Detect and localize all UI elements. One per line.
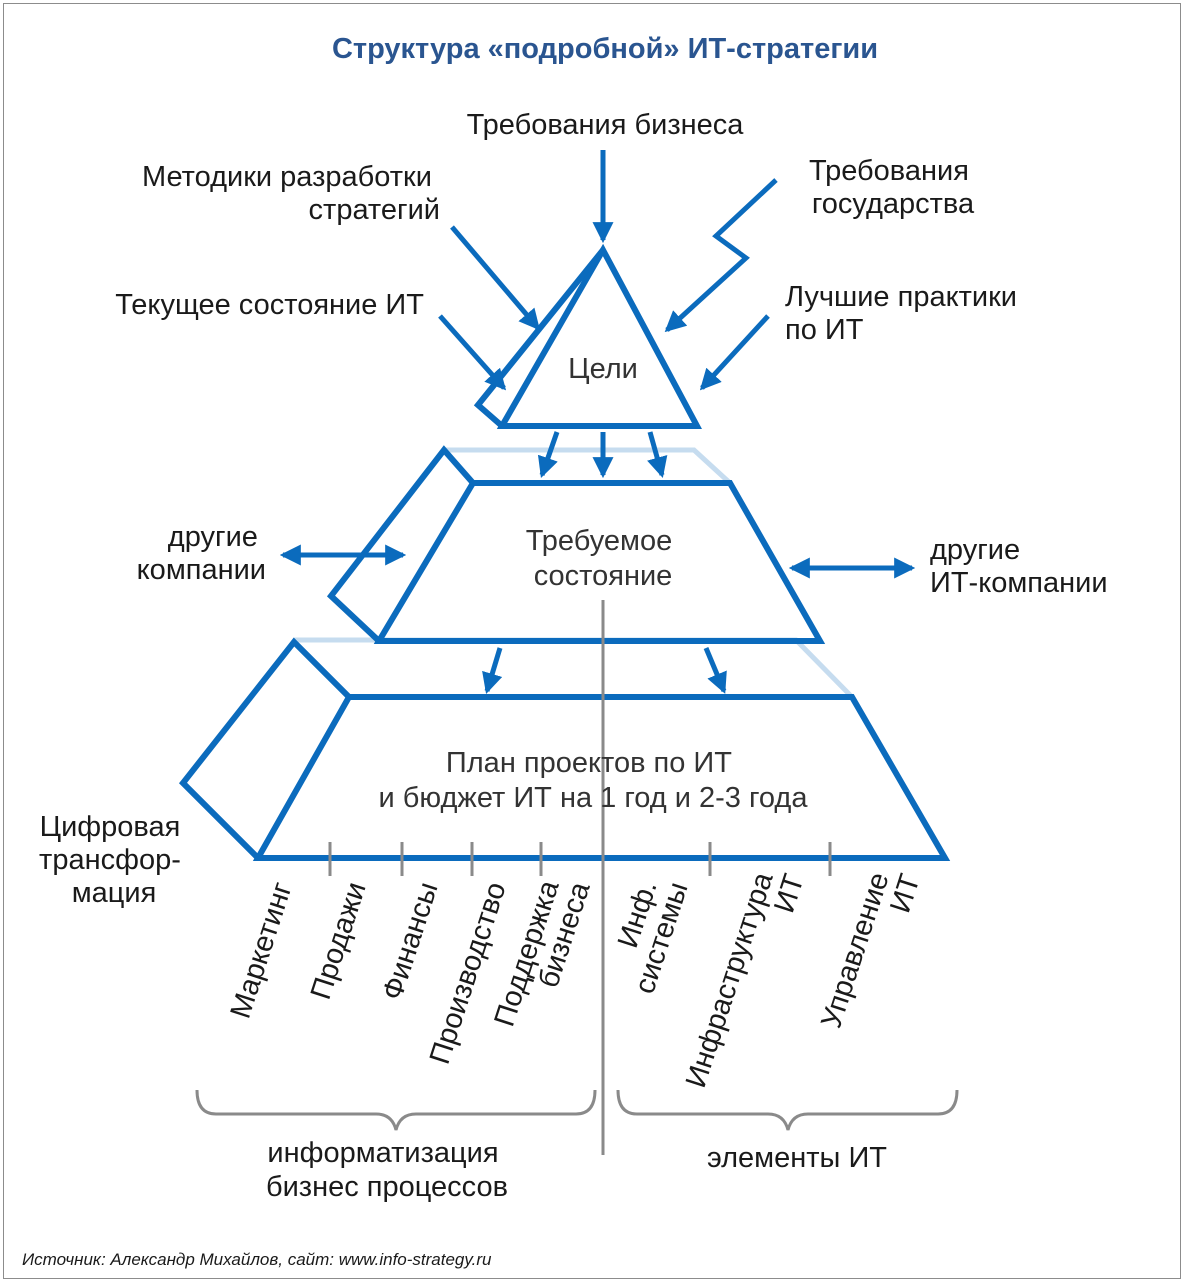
- best-practices-label: Лучшие практики по ИТ: [785, 281, 1025, 346]
- plan-label: План проектов по ИТ и бюджет ИТ на 1 год…: [379, 747, 809, 814]
- base-ticks: [328, 842, 832, 876]
- area-label-sales: Продажи: [305, 878, 373, 1003]
- current-arrow: [438, 314, 507, 391]
- target-state-trapezoid: [326, 445, 826, 644]
- business-requirements-label: Требования бизнеса: [467, 109, 745, 141]
- it-group-label: элементы ИТ: [707, 1142, 887, 1174]
- it-brace: [616, 1089, 959, 1131]
- state-requirements-label: Требования государства: [809, 155, 977, 220]
- other-companies-label: другие компании: [137, 521, 266, 586]
- it-label-info-systems: Инф. системы: [600, 869, 695, 998]
- state-arrow: [664, 178, 778, 333]
- methods-label: Методики разработки стратегий: [142, 161, 440, 226]
- flow-arrows: [482, 431, 727, 695]
- area-label-finance: Финансы: [377, 878, 445, 1004]
- methods-arrow: [450, 225, 541, 331]
- other-it-companies-label: другие ИТ-компании: [930, 534, 1108, 599]
- source-credit: Источник: Александр Михайлов, сайт: www.…: [22, 1250, 492, 1269]
- digital-transformation-label: Цифровая трансфор- мация: [39, 811, 189, 909]
- goals-label: Цели: [568, 353, 638, 385]
- it-label-infrastructure: Инфраструктура ИТ: [680, 861, 811, 1101]
- business-brace: [195, 1089, 597, 1131]
- area-label-marketing: Маркетинг: [225, 878, 299, 1022]
- goals-triangle: [473, 243, 703, 429]
- it-label-management: Управление ИТ: [815, 861, 926, 1041]
- diagram-title: Структура «подробной» ИТ-стратегии: [332, 33, 878, 65]
- target-state-label: Требуемое состояние: [526, 525, 681, 592]
- current-state-label: Текущее состояние ИТ: [115, 289, 424, 321]
- diagram-frame: [3, 3, 1181, 1279]
- business-group-label: информатизация бизнес процессов: [266, 1137, 508, 1203]
- exchange-arrows: [279, 544, 916, 579]
- input-arrows: [438, 150, 778, 391]
- plan-trapezoid: [178, 637, 951, 861]
- best-practices-arrow: [699, 314, 770, 391]
